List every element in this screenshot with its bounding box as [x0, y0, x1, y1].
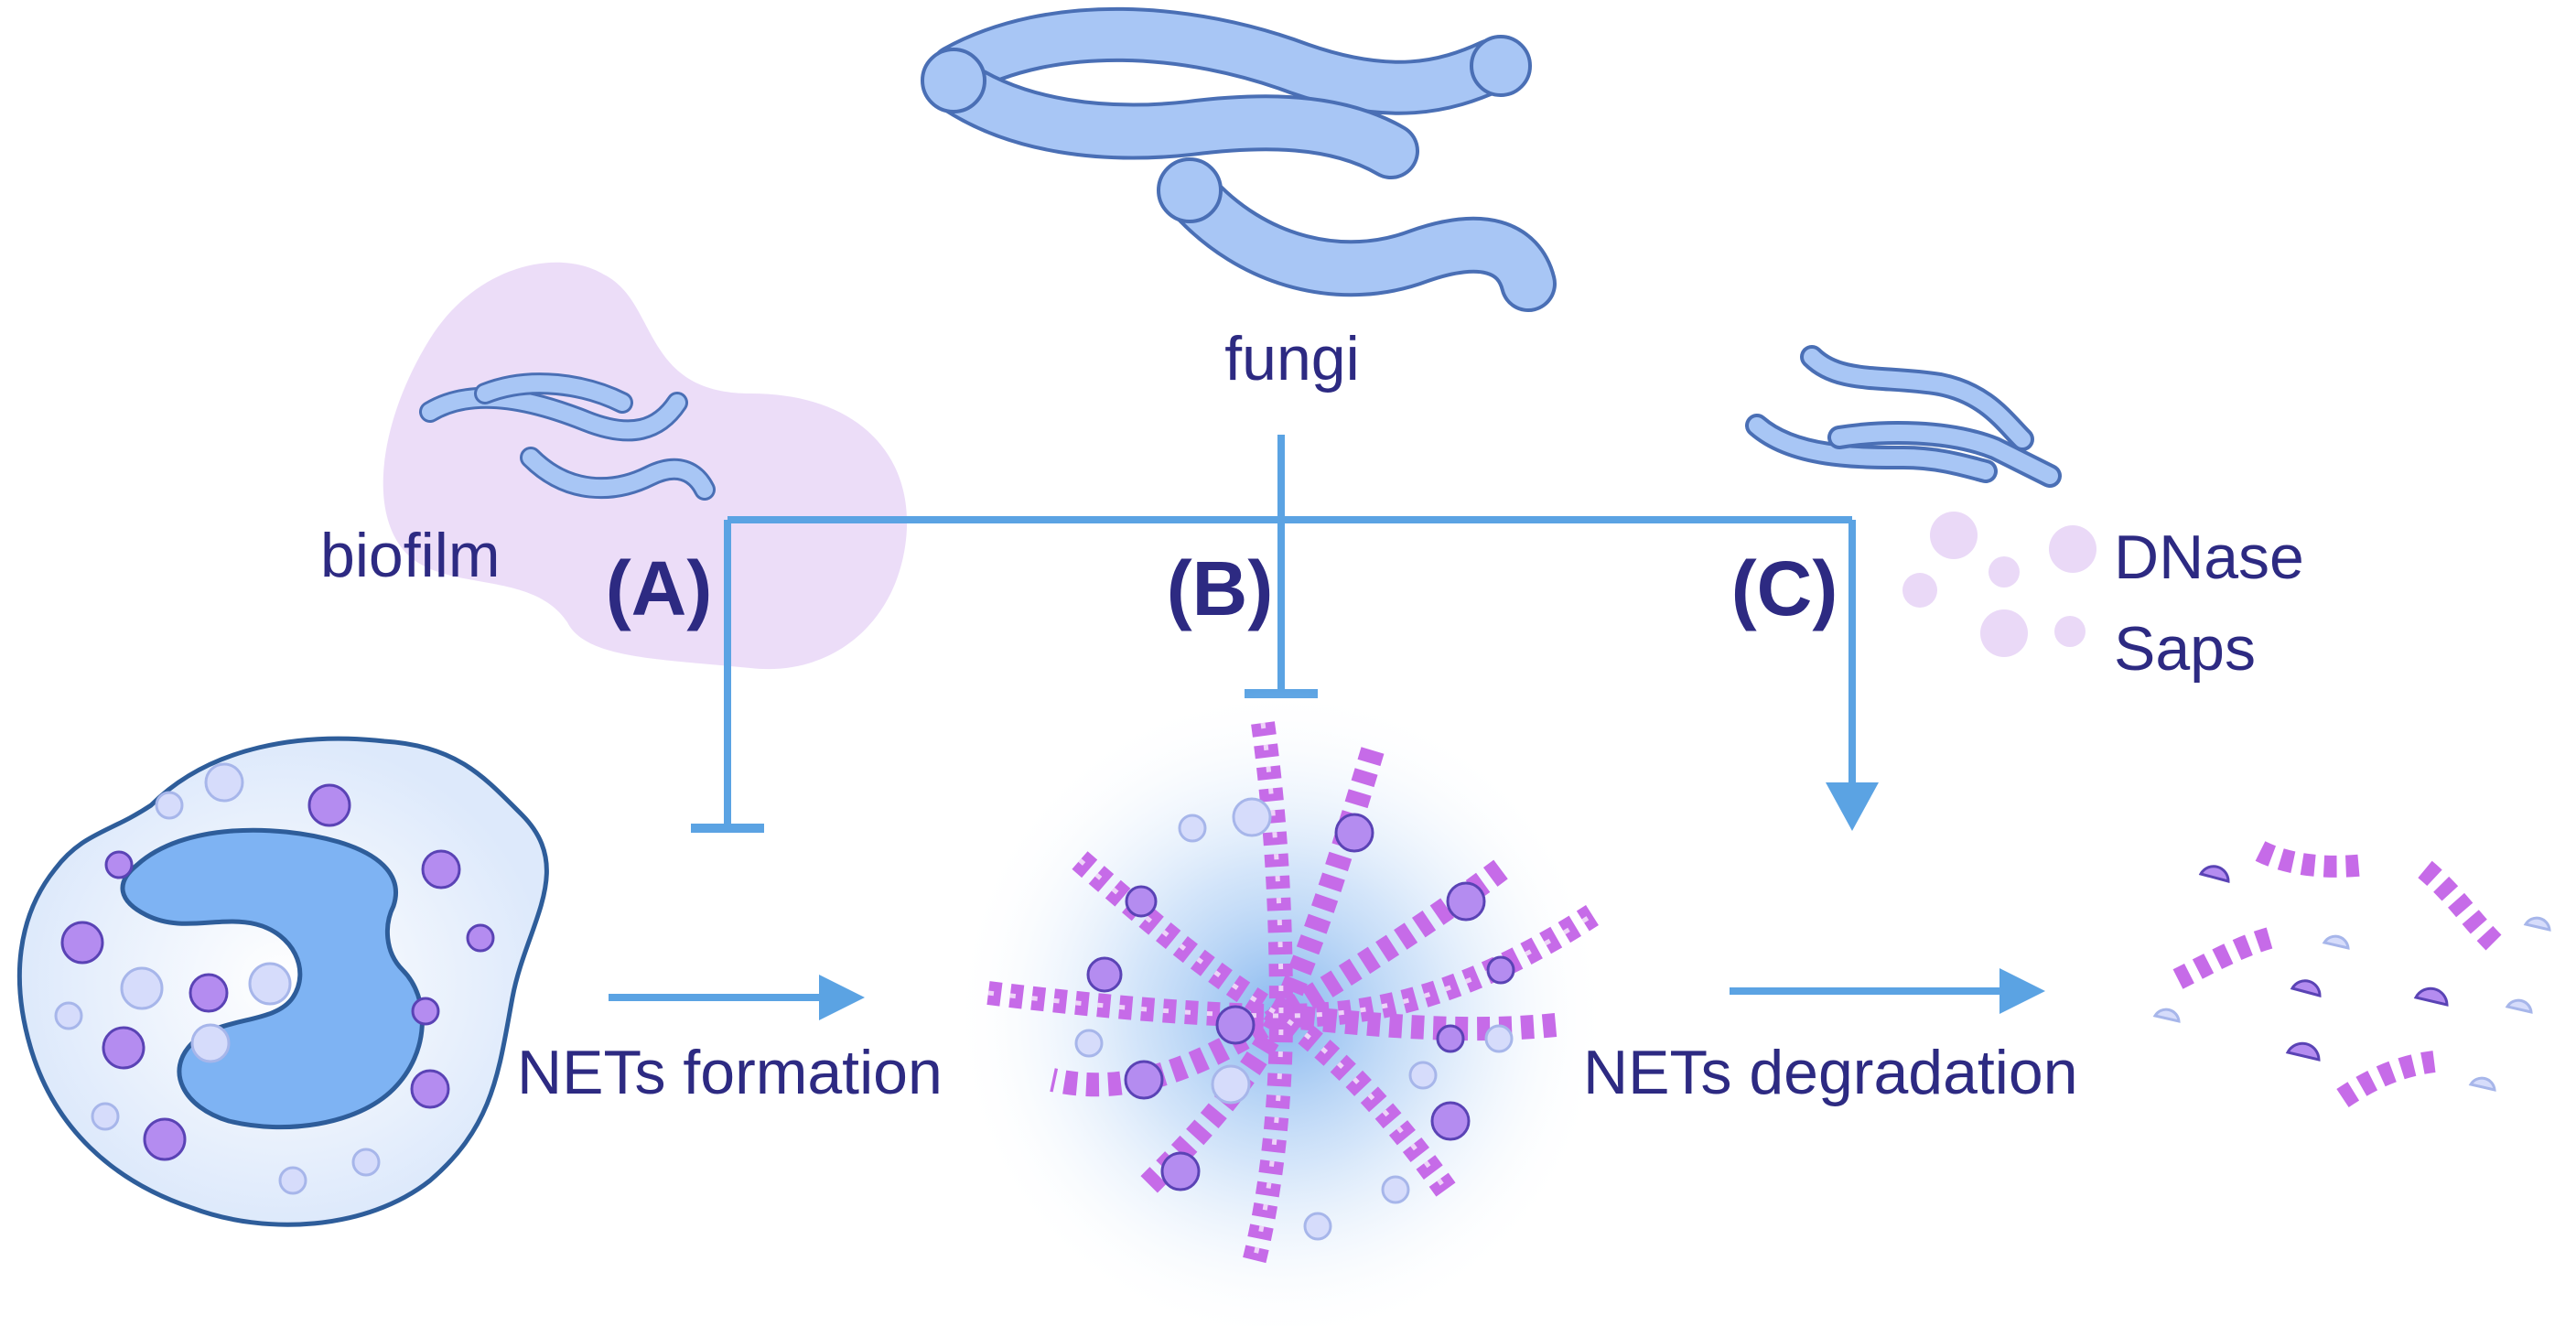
path-c-label: (C)	[1731, 545, 1838, 631]
nets-degradation-label: NETs degradation	[1583, 1038, 2078, 1107]
neutrophil-icon	[16, 736, 549, 1227]
neutrophil-extracellular-trap-icon	[952, 686, 1611, 1326]
inhibition-connectors	[691, 435, 1856, 833]
path-b-label: (B)	[1167, 545, 1274, 631]
path-a-label: (A)	[606, 545, 713, 631]
biofilm-icon	[383, 262, 908, 670]
degraded-net-fragments-icon	[2152, 841, 2551, 1108]
enzyme-particles-icon	[1902, 512, 2096, 657]
path-c-arrowhead	[1826, 782, 1879, 831]
nets-degradation-arrow	[1730, 968, 2045, 1014]
nets-formation-arrow	[609, 975, 865, 1020]
fungal-hyphae-icon	[921, 6, 1557, 312]
enzyme-hyphae-icon	[1745, 345, 2062, 488]
saps-label: Saps	[2114, 614, 2256, 684]
biofilm-label: biofilm	[320, 521, 501, 590]
fungi-label: fungi	[1224, 324, 1359, 393]
nets-formation-label: NETs formation	[517, 1038, 943, 1107]
dnase-label: DNase	[2114, 523, 2304, 592]
